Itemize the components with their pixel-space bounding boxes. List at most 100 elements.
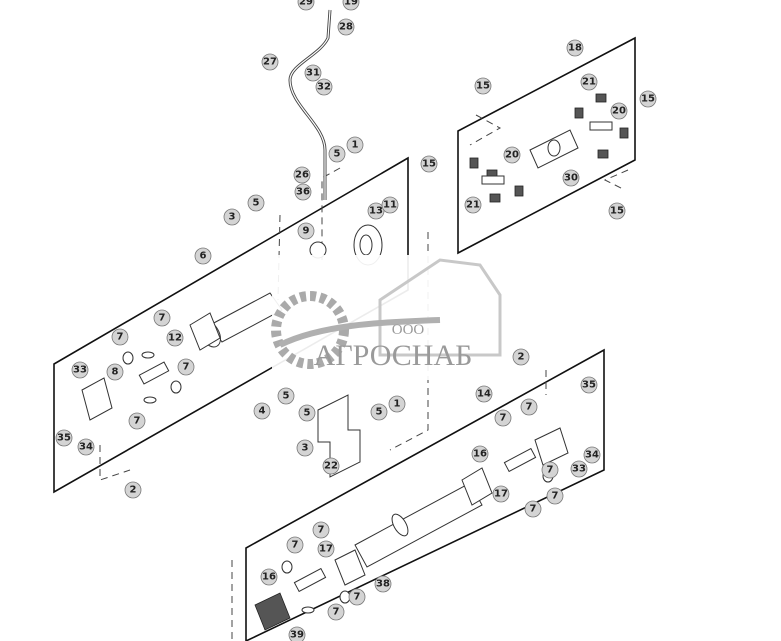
callout-16: 16 <box>471 445 489 463</box>
callout-28: 28 <box>337 18 355 36</box>
svg-text:4: 4 <box>259 406 266 417</box>
callout-7: 7 <box>348 588 366 606</box>
callout-2: 2 <box>124 481 142 499</box>
svg-text:1: 1 <box>352 140 359 151</box>
assembly-line <box>603 169 629 191</box>
callout-30: 30 <box>562 169 580 187</box>
svg-text:11: 11 <box>383 200 397 211</box>
svg-text:7: 7 <box>333 607 340 618</box>
svg-text:19: 19 <box>344 0 358 8</box>
assembly-line <box>321 167 341 260</box>
callout-17: 17 <box>492 485 510 503</box>
svg-text:32: 32 <box>317 82 331 93</box>
callout-1: 1 <box>346 136 364 154</box>
svg-text:16: 16 <box>262 572 276 583</box>
callout-7: 7 <box>128 412 146 430</box>
callout-19: 19 <box>342 0 360 11</box>
svg-text:5: 5 <box>334 149 341 160</box>
callout-29: 29 <box>297 0 315 11</box>
svg-text:29: 29 <box>299 0 313 8</box>
callout-4: 4 <box>253 402 271 420</box>
svg-text:3: 3 <box>302 443 309 454</box>
svg-text:21: 21 <box>582 77 596 88</box>
svg-text:34: 34 <box>79 442 93 453</box>
svg-text:9: 9 <box>303 226 310 237</box>
svg-text:39: 39 <box>290 630 304 641</box>
svg-text:2: 2 <box>130 485 137 496</box>
panel-front-driveshaft <box>53 156 409 494</box>
svg-text:7: 7 <box>117 332 124 343</box>
callout-36: 36 <box>294 183 312 201</box>
svg-text:34: 34 <box>585 450 599 461</box>
callout-3: 3 <box>296 439 314 457</box>
callout-16: 16 <box>260 568 278 586</box>
callout-7: 7 <box>327 603 345 621</box>
callout-11: 11 <box>381 196 399 214</box>
watermark-name: АГРОСНАБ <box>314 339 473 372</box>
panel-coupler-18 <box>457 36 636 255</box>
svg-text:27: 27 <box>263 57 277 68</box>
svg-text:7: 7 <box>500 413 507 424</box>
callout-5: 5 <box>277 387 295 405</box>
coupler-18 <box>469 93 629 203</box>
callout-5: 5 <box>370 403 388 421</box>
callout-20: 20 <box>610 102 628 120</box>
agrosnab-watermark: ООО АГРОСНАБ <box>271 255 508 380</box>
svg-text:5: 5 <box>283 391 290 402</box>
svg-text:33: 33 <box>572 464 586 475</box>
assembly-line <box>469 114 502 146</box>
callout-34: 34 <box>77 438 95 456</box>
bracket-22 <box>317 394 361 478</box>
svg-text:1: 1 <box>394 399 401 410</box>
callout-7: 7 <box>111 328 129 346</box>
watermark-prefix: ООО <box>392 322 425 338</box>
svg-text:7: 7 <box>526 402 533 413</box>
callout-35: 35 <box>580 376 598 394</box>
callout-15: 15 <box>639 90 657 108</box>
callout-13: 13 <box>367 202 385 220</box>
callout-2: 2 <box>512 348 530 366</box>
svg-text:12: 12 <box>168 333 182 344</box>
svg-text:5: 5 <box>304 408 311 419</box>
callout-39: 39 <box>288 626 306 641</box>
svg-text:13: 13 <box>369 206 383 217</box>
callout-15: 15 <box>474 77 492 95</box>
callout-5: 5 <box>298 404 316 422</box>
svg-text:20: 20 <box>612 106 626 117</box>
callout-5: 5 <box>247 194 265 212</box>
callout-14: 14 <box>475 385 493 403</box>
callout-7: 7 <box>524 500 542 518</box>
callout-7: 7 <box>312 521 330 539</box>
callout-5: 5 <box>328 145 346 163</box>
callout-35: 35 <box>55 429 73 447</box>
svg-text:35: 35 <box>57 433 71 444</box>
callout-7: 7 <box>546 487 564 505</box>
svg-text:38: 38 <box>376 579 390 590</box>
callout-31: 31 <box>304 64 322 82</box>
callout-6: 6 <box>194 247 212 265</box>
svg-text:7: 7 <box>547 465 554 476</box>
callout-38: 38 <box>374 575 392 593</box>
svg-text:17: 17 <box>319 544 333 555</box>
svg-text:17: 17 <box>494 489 508 500</box>
svg-text:16: 16 <box>473 449 487 460</box>
front-driveshaft <box>81 292 283 421</box>
svg-text:28: 28 <box>339 22 353 33</box>
svg-text:18: 18 <box>568 43 582 54</box>
callout-7: 7 <box>494 409 512 427</box>
callout-33: 33 <box>570 460 588 478</box>
callout-33: 33 <box>71 361 89 379</box>
callout-15: 15 <box>608 202 626 220</box>
svg-text:6: 6 <box>200 251 207 262</box>
svg-text:2: 2 <box>518 352 525 363</box>
callout-20: 20 <box>503 146 521 164</box>
svg-text:33: 33 <box>73 365 87 376</box>
svg-text:7: 7 <box>530 504 537 515</box>
callout-8: 8 <box>106 363 124 381</box>
rear-driveshaft <box>254 427 569 631</box>
callout-15: 15 <box>420 155 438 173</box>
callout-22: 22 <box>322 457 340 475</box>
svg-text:36: 36 <box>296 187 310 198</box>
